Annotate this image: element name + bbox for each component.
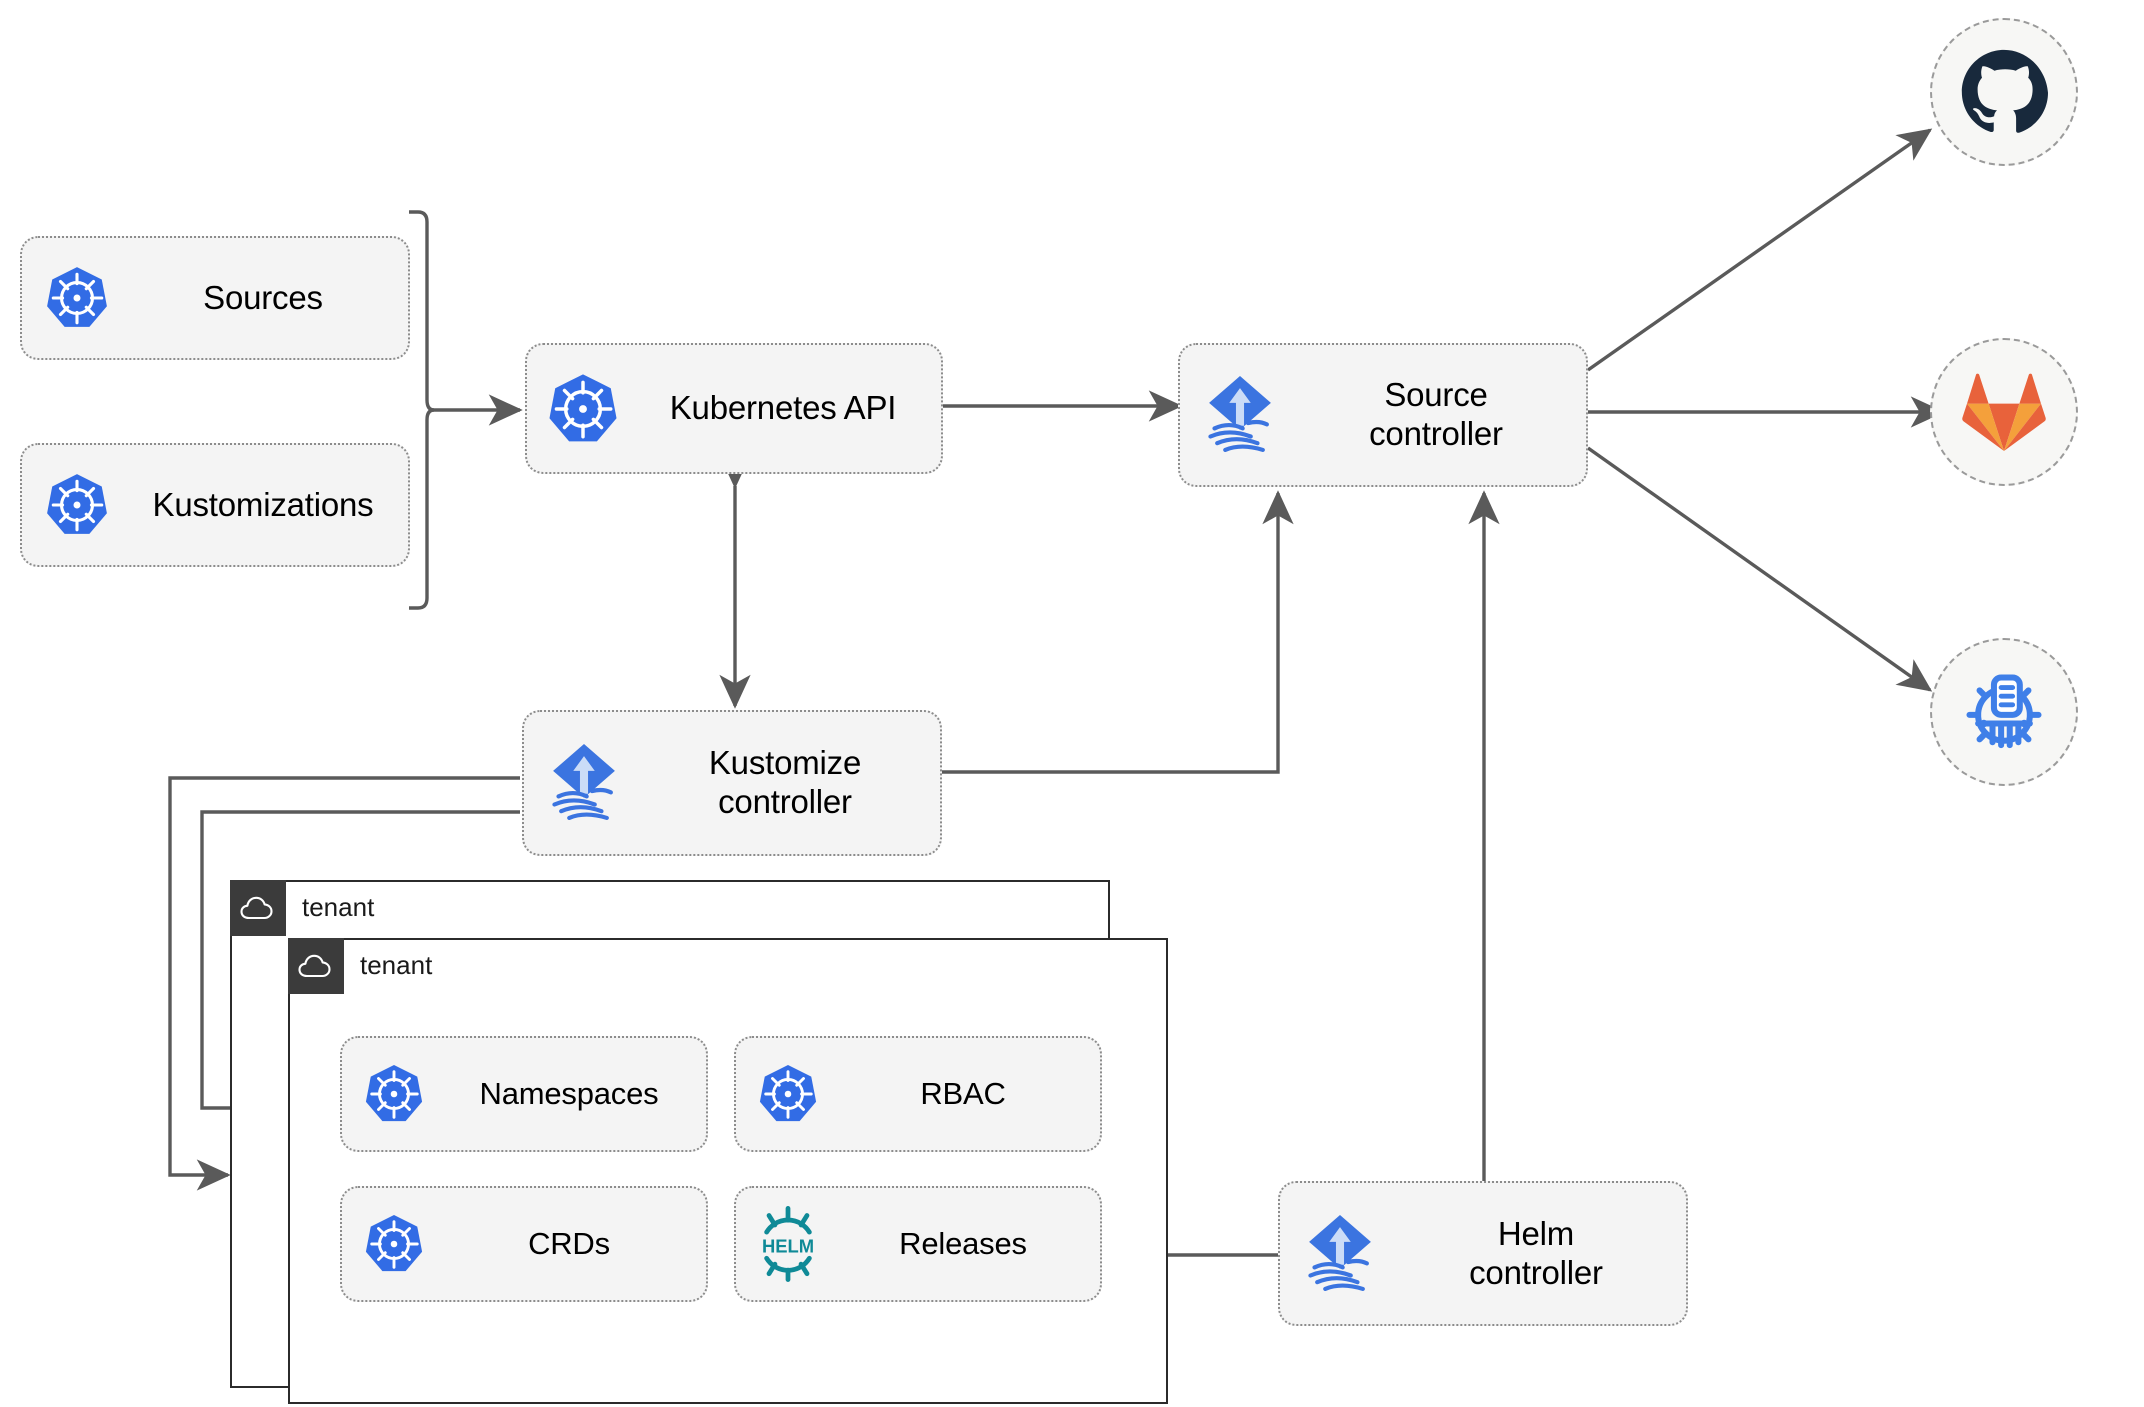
node-label: Kustomizations [152,485,374,523]
kubernetes-icon [22,472,132,538]
node-label-line2: controller [1469,1253,1603,1291]
gitlab-icon [1962,373,2046,451]
node-kustomizations[interactable]: Kustomizations [20,443,410,567]
kubernetes-icon [342,1063,446,1125]
resource-namespaces[interactable]: Namespaces [340,1036,708,1152]
node-label-line1: Kustomize [708,744,862,782]
node-label: Sources [203,278,323,316]
node-label-line1: Helm [1497,1214,1575,1252]
provider-github[interactable] [1930,18,2078,166]
tenant-inner[interactable]: tenant [287,937,1168,1404]
resource-label: Releases [899,1225,1027,1261]
kubernetes-icon [22,265,132,331]
resource-label: RBAC [920,1075,1006,1111]
github-icon [1961,49,2048,133]
bucket-icon [1966,674,2042,749]
kubernetes-icon [736,1063,840,1125]
kubernetes-icon [527,372,639,446]
node-label-line1: Source [1384,376,1488,414]
helm-icon: HELM [736,1206,840,1282]
tenant-tab [229,879,286,936]
resource-releases[interactable]: HELM Releases [734,1186,1102,1302]
provider-bucket[interactable] [1930,638,2078,786]
node-label-line2: controller [1369,415,1503,452]
resource-rbac[interactable]: RBAC [734,1036,1102,1152]
tenant-label: tenant [360,950,433,980]
node-label-line2: controller [718,783,852,820]
provider-gitlab[interactable] [1930,338,2078,486]
kubernetes-icon [342,1213,446,1275]
resource-label: Namespaces [479,1075,659,1111]
node-sources[interactable]: Sources [20,236,410,360]
flux-icon [524,740,644,826]
cloud-icon [230,880,286,936]
tenant-label: tenant [302,892,375,922]
svg-text:HELM: HELM [762,1235,814,1256]
flux-icon [1180,372,1300,458]
tenant-tab [287,937,344,994]
resource-label: CRDs [528,1225,610,1261]
cloud-icon [288,938,344,994]
node-kubernetes-api[interactable]: Kubernetes API [525,343,943,474]
node-label: Kubernetes API [669,389,897,427]
resource-crds[interactable]: CRDs [340,1186,708,1302]
flux-icon [1280,1211,1400,1297]
